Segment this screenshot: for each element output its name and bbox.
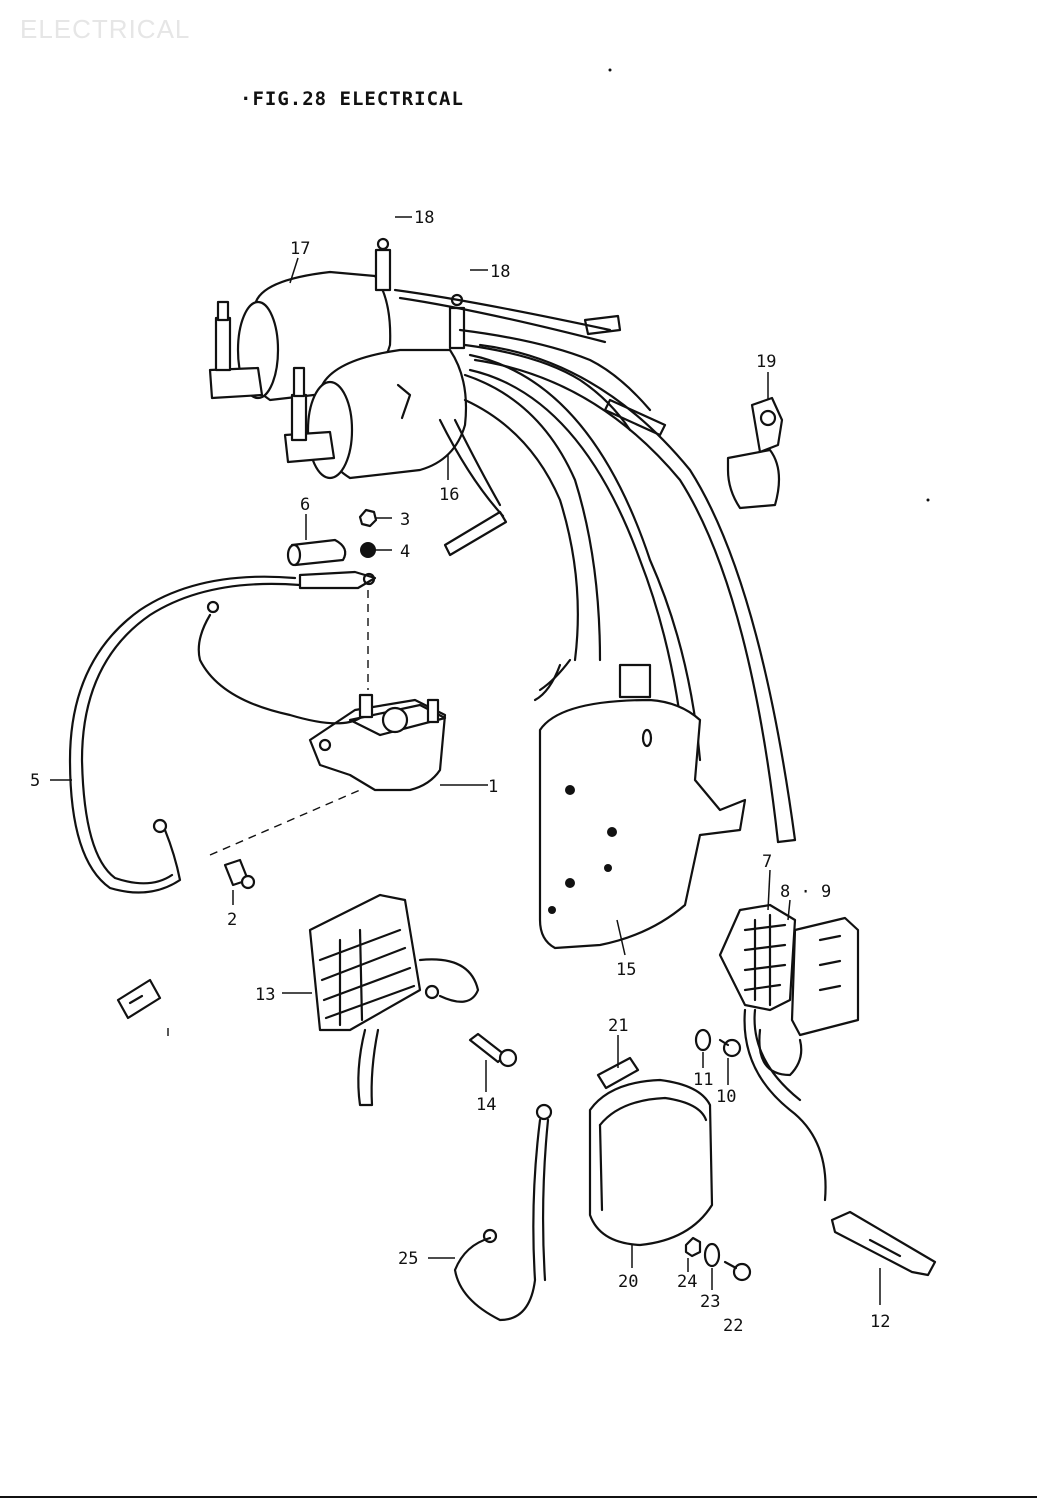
callout-2: 2 <box>227 910 237 930</box>
callout-12: 12 <box>870 1312 890 1332</box>
callout-21: 21 <box>608 1016 628 1036</box>
callout-15: 15 <box>616 960 636 980</box>
clamp-12 <box>830 1210 937 1277</box>
relay-20 <box>588 1078 714 1247</box>
callout-3: 3 <box>400 510 410 530</box>
starter-relay-1 <box>308 693 447 792</box>
wiring-harness <box>393 288 797 844</box>
nut-3 <box>358 508 378 528</box>
callout-8-9: 8 · 9 <box>780 882 831 902</box>
callout-19: 19 <box>756 352 776 372</box>
callout-13: 13 <box>255 985 275 1005</box>
screw-22 <box>723 1260 752 1282</box>
figure-title: ·FIG.28 ELECTRICAL <box>240 88 464 110</box>
mounting-plate-15 <box>538 663 747 950</box>
washer-4 <box>360 542 376 558</box>
callout-18-top: 18 <box>414 208 434 228</box>
bolt-2 <box>223 858 256 890</box>
terminal-cap-6 <box>286 538 347 567</box>
fuse-box-7 <box>718 903 797 1012</box>
fuse-cover-8-9 <box>790 916 860 1037</box>
ground-lead-25 <box>453 1103 553 1322</box>
ignition-coil-16 <box>283 293 468 480</box>
watermark: ELECTRICAL <box>20 14 191 44</box>
callout-17: 17 <box>290 239 310 259</box>
callout-14: 14 <box>476 1095 496 1115</box>
front-arrow-icon <box>116 978 162 1020</box>
leader-lines <box>50 216 881 1305</box>
fuse-21 <box>596 1056 640 1090</box>
screw-10 <box>718 1038 742 1058</box>
callout-1: 1 <box>488 777 498 797</box>
callout-18-right: 18 <box>490 262 510 282</box>
clip-19 <box>726 396 784 510</box>
callout-6: 6 <box>300 495 310 515</box>
callout-5: 5 <box>30 771 40 791</box>
starter-cable-5 <box>68 570 377 894</box>
callout-11: 11 <box>693 1070 713 1090</box>
callout-labels: 18 18 17 16 19 6 3 4 5 1 2 13 14 15 7 8 … <box>30 208 890 1336</box>
callout-4: 4 <box>400 542 410 562</box>
nut-24 <box>684 1236 702 1258</box>
washer-11 <box>694 1028 712 1052</box>
callout-20: 20 <box>618 1272 638 1292</box>
callout-22: 22 <box>723 1316 743 1336</box>
regulator-rectifier-13 <box>308 893 480 1107</box>
callout-7: 7 <box>762 852 772 872</box>
callout-10: 10 <box>716 1087 736 1107</box>
callout-16: 16 <box>439 485 459 505</box>
callout-25: 25 <box>398 1249 418 1269</box>
screw-14 <box>468 1032 518 1068</box>
washer-23 <box>703 1242 721 1268</box>
callout-24: 24 <box>677 1272 697 1292</box>
callout-23: 23 <box>700 1292 720 1312</box>
